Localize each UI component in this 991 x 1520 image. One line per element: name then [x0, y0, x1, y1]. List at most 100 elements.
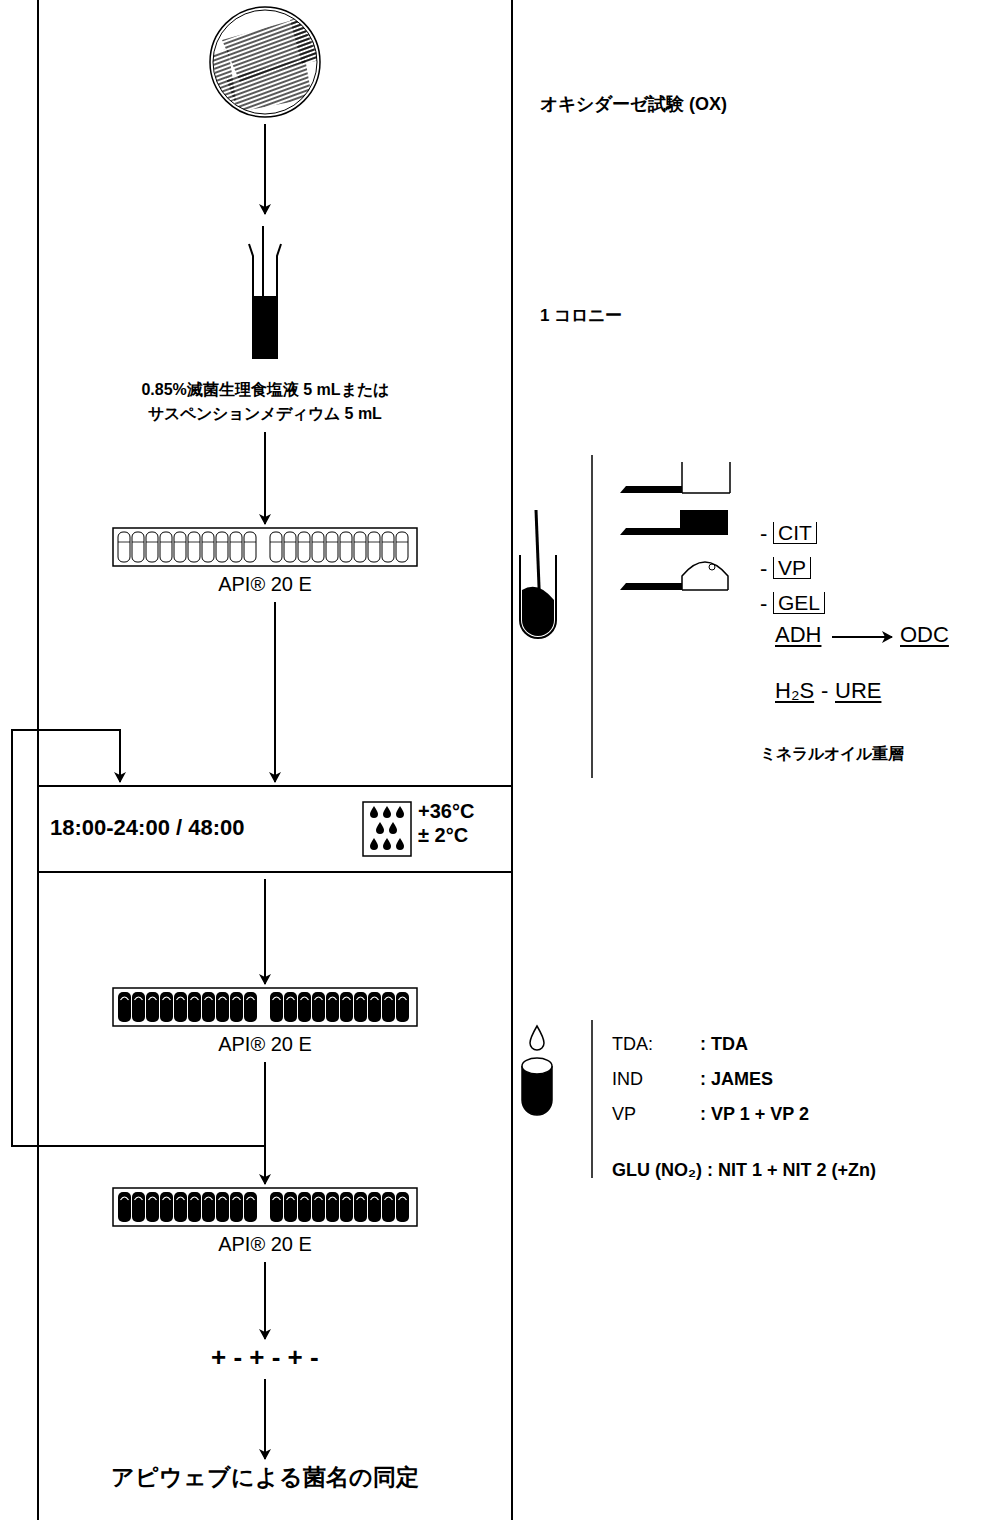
- cupule: [396, 542, 408, 543]
- flow-connector: [12, 730, 265, 1146]
- test-code: GEL: [773, 592, 825, 614]
- cupule: [273, 997, 281, 1000]
- cupule: [216, 992, 229, 1022]
- cupule: [118, 1192, 131, 1222]
- droplet: [370, 838, 378, 850]
- cupule: [301, 997, 309, 1000]
- note-label: VP: [612, 1104, 636, 1125]
- cupule: [382, 532, 394, 562]
- cupule: [219, 1197, 227, 1200]
- icon-frame: [363, 802, 411, 856]
- cupule: [287, 997, 295, 1000]
- droplet: [396, 806, 404, 818]
- cupule: [270, 532, 282, 562]
- process-box: アピウェブによる菌名の同定: [111, 1462, 419, 1493]
- petri-dish: [210, 7, 320, 117]
- cupule: [205, 997, 213, 1000]
- bracket-line: [591, 1020, 593, 1178]
- cupule: [132, 532, 144, 562]
- cupule: [163, 1197, 171, 1200]
- cupule: [146, 532, 158, 562]
- column-line: [511, 0, 513, 1520]
- cupule: [230, 532, 242, 562]
- cupule: [326, 992, 339, 1022]
- cupule-icon: [620, 462, 730, 493]
- cupule: [298, 542, 310, 543]
- cupule: [177, 997, 185, 1000]
- cupule: [329, 997, 337, 1000]
- cupule: [146, 992, 159, 1022]
- flow-arrow: [264, 124, 266, 214]
- cupule: [205, 1197, 213, 1200]
- cupule-icon: [620, 510, 728, 535]
- node-text: 18:00-24:00 / 48:00: [50, 815, 244, 841]
- cupule: [399, 997, 407, 1000]
- flow-connector: [274, 602, 276, 782]
- cupule: [357, 1197, 365, 1200]
- cupule: [284, 532, 296, 562]
- column-line: [37, 0, 39, 1520]
- note-label: URE: [835, 678, 881, 703]
- cupule: [312, 992, 325, 1022]
- cupule: [329, 1197, 337, 1200]
- cupule: [121, 1197, 129, 1200]
- reaction-arrow: [832, 636, 892, 638]
- cupule: [371, 997, 379, 1000]
- cupule: [188, 532, 200, 562]
- cupule: [146, 1192, 159, 1222]
- cupule: [160, 532, 172, 562]
- cupule: [174, 1192, 187, 1222]
- api-strip: [112, 987, 418, 1027]
- cupule: [149, 1197, 157, 1200]
- node-text: 0.85%滅菌生理食塩液 5 mLまたは サスペンションメディウム 5 mL: [130, 378, 400, 426]
- cupule: [270, 542, 282, 543]
- tube-liquid: [253, 296, 277, 358]
- cupule: [174, 992, 187, 1022]
- cupule: [326, 542, 338, 543]
- cupule: [315, 997, 323, 1000]
- note-label: ADH: [775, 622, 821, 647]
- cupule: [399, 1197, 407, 1200]
- cupule: [121, 997, 129, 1000]
- cupule: [244, 532, 256, 562]
- cupule: [160, 1192, 173, 1222]
- cupule: [273, 1197, 281, 1200]
- cupule: [312, 532, 324, 562]
- strip-frame: [113, 988, 417, 1026]
- cupule: [340, 542, 352, 543]
- cupule: [160, 992, 173, 1022]
- humidity-icon: [362, 801, 412, 857]
- cupule: [191, 1197, 199, 1200]
- cupule: [270, 992, 283, 1022]
- cupule: [118, 532, 130, 562]
- pipette: [262, 226, 264, 322]
- node-text: API® 20 E: [112, 573, 418, 596]
- cupule: [160, 542, 172, 543]
- cupule: [340, 532, 352, 562]
- cupule: [174, 542, 186, 543]
- node-text: + - + - + -: [211, 1342, 319, 1373]
- note-label: -: [760, 591, 767, 616]
- cupule: [188, 1192, 201, 1222]
- cupule: [163, 997, 171, 1000]
- cupule: [340, 992, 353, 1022]
- cupule: [230, 1192, 243, 1222]
- flow-connector: [264, 1262, 266, 1339]
- cupule: [202, 542, 214, 543]
- cupule: [315, 1197, 323, 1200]
- cupule: [382, 992, 395, 1022]
- cupule-icon: [620, 562, 728, 590]
- incubation-band: 18:00-24:00 / 48:00+36°C ± 2°C: [38, 785, 512, 873]
- note-label: -: [760, 521, 767, 546]
- cupule: [368, 542, 380, 543]
- cupule: [244, 1192, 257, 1222]
- cupule: [177, 1197, 185, 1200]
- cupule: [230, 542, 242, 543]
- cupule: [174, 532, 186, 562]
- note-label: -: [821, 678, 828, 703]
- droplet: [370, 806, 378, 818]
- cupule: [118, 542, 130, 543]
- note-label: H₂S: [775, 678, 814, 703]
- cupule: [230, 992, 243, 1022]
- cupule: [385, 997, 393, 1000]
